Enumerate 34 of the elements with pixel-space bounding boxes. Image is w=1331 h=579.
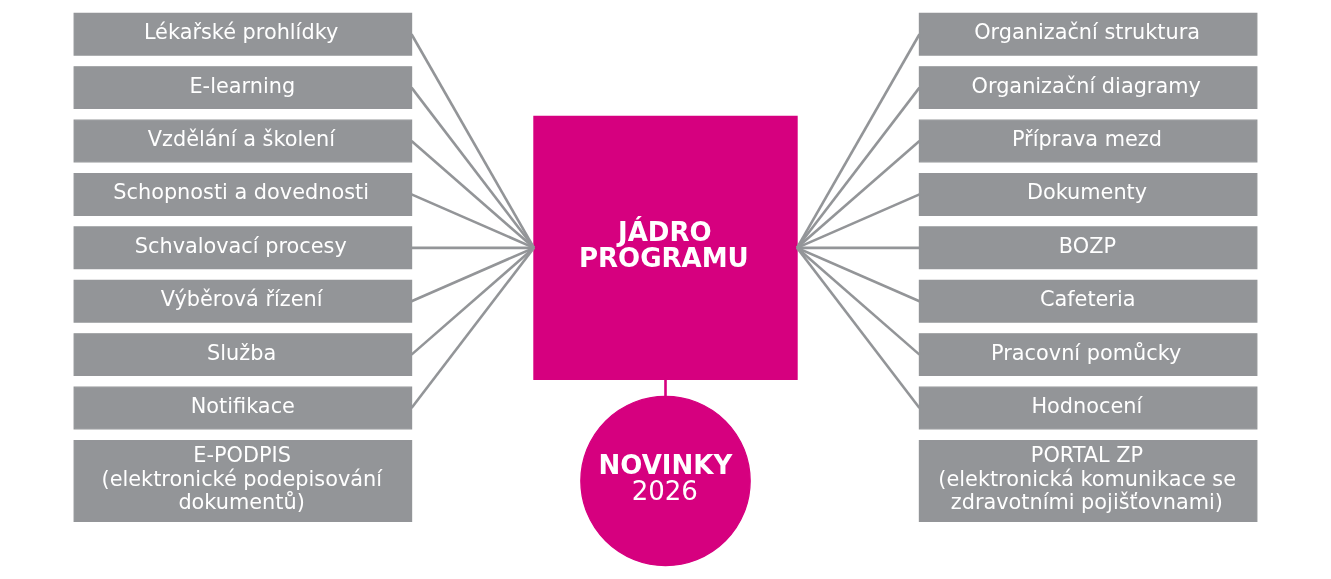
node-box: Cafeteria	[918, 279, 1258, 323]
node-box: Schvalovací procesy	[73, 226, 413, 270]
node-box: Výběrová řízení	[73, 279, 413, 323]
connector	[796, 247, 921, 409]
node-box: Notifikace	[73, 386, 413, 430]
node-box: Schopnosti a dovednosti	[73, 172, 413, 216]
node-box: Hodnocení	[918, 386, 1258, 430]
connector	[795, 33, 921, 249]
node-box: Pracovní pomůcky	[918, 333, 1258, 377]
connector	[664, 379, 667, 397]
connector	[410, 247, 535, 409]
node-box: Dokumenty	[918, 172, 1258, 216]
node-box: Organizační struktura	[918, 12, 1258, 56]
node-box: PORTAL ZP (elektronická komunikace se zdravotními pojišťovnami)	[918, 439, 1258, 522]
connector	[796, 140, 921, 249]
connector	[411, 246, 535, 303]
node-circle: NOVINKY 2026	[580, 395, 751, 567]
node-box: E-learning	[73, 66, 413, 110]
node-box: Vzdělání a školení	[73, 119, 413, 163]
connector	[410, 246, 535, 356]
connector	[796, 86, 921, 249]
node-box: BOZP	[918, 226, 1258, 270]
node-box: Služba	[73, 333, 413, 377]
connector	[411, 246, 534, 250]
node-box: Organizační diagramy	[918, 66, 1258, 110]
node-box: Lékařské prohlídky	[73, 12, 413, 56]
connector	[796, 246, 921, 356]
node-box: Příprava mezd	[918, 119, 1258, 163]
connector	[797, 246, 920, 250]
connector	[410, 140, 535, 249]
connector	[410, 33, 536, 249]
connector	[410, 86, 535, 249]
node-box: E-PODPIS (elektronické podepisování dokumentů)	[73, 439, 413, 522]
node-box: JÁDRO PROGRAMU	[533, 115, 798, 380]
